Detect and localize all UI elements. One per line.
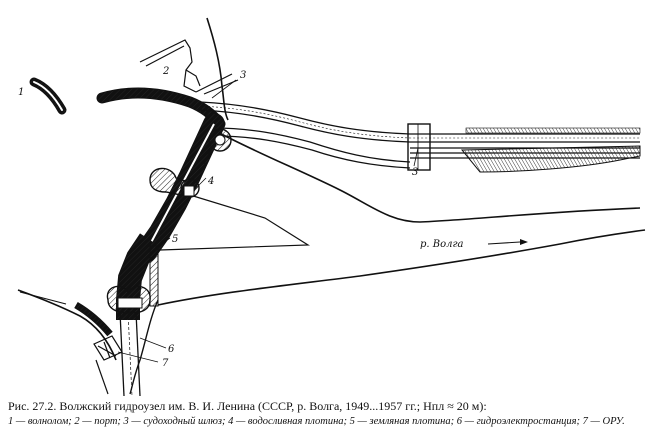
upper-embankment <box>96 87 226 130</box>
abutment-middle <box>149 167 200 198</box>
label-4-spillway: 4 <box>207 176 214 187</box>
bank-lower <box>157 229 646 306</box>
flow-arrow <box>487 239 528 245</box>
label-2-port: 2 <box>162 66 169 77</box>
switchyard <box>93 335 123 395</box>
breakwater <box>29 77 67 115</box>
bank-upper <box>209 127 641 223</box>
label-1-breakwater: 1 <box>18 87 24 98</box>
bank-left-low <box>17 289 117 361</box>
label-7-switchyard: 7 <box>162 358 169 369</box>
river-label: р. Волга <box>420 239 464 250</box>
caption-legend: 1 — волнолом; 2 — порт; 3 — судоходный ш… <box>8 416 625 427</box>
leader-lines <box>117 79 419 363</box>
lock-dike <box>460 127 641 173</box>
bank-wedge <box>159 194 310 251</box>
bank-left-top <box>206 17 229 121</box>
label-5-earth-dam: 5 <box>172 234 178 245</box>
left-embankment <box>19 291 113 337</box>
abutment-upper <box>208 128 232 152</box>
label-6-power-station: 6 <box>168 344 175 355</box>
figure-caption: Рис. 27.2. Волжский гидроузел им. В. И. … <box>8 398 658 429</box>
power-station <box>106 285 151 397</box>
caption-title: Рис. 27.2. Волжский гидроузел им. В. И. … <box>8 399 487 413</box>
label-3-lock-lower: 3 <box>412 167 418 178</box>
label-3-lock-upper: 3 <box>240 70 246 81</box>
port <box>139 39 239 95</box>
